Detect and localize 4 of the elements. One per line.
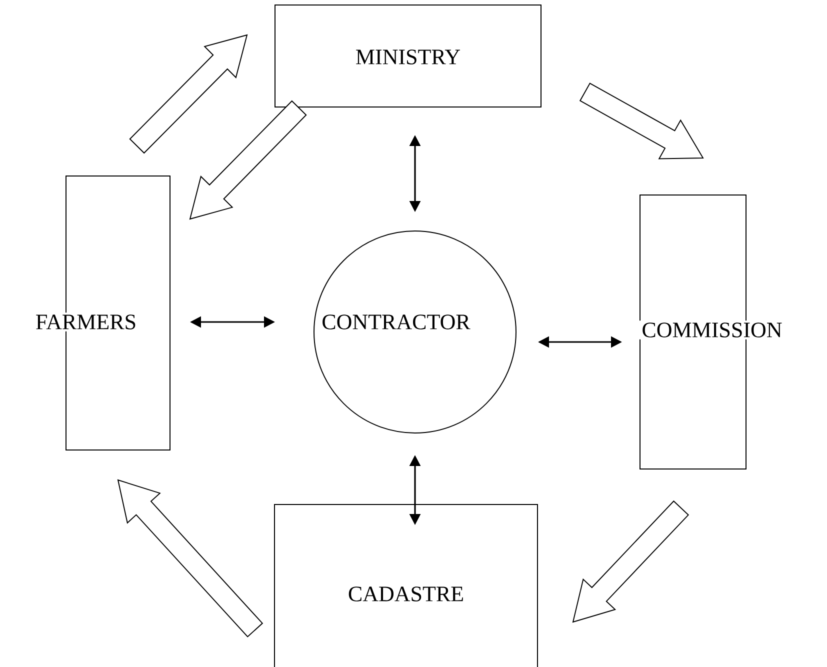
open-box: CADASTRE [274, 504, 538, 667]
process-box: COMMISSION [638, 194, 786, 470]
process-box: FARMERS [31, 176, 170, 450]
process-box: MINISTRY [274, 4, 542, 108]
